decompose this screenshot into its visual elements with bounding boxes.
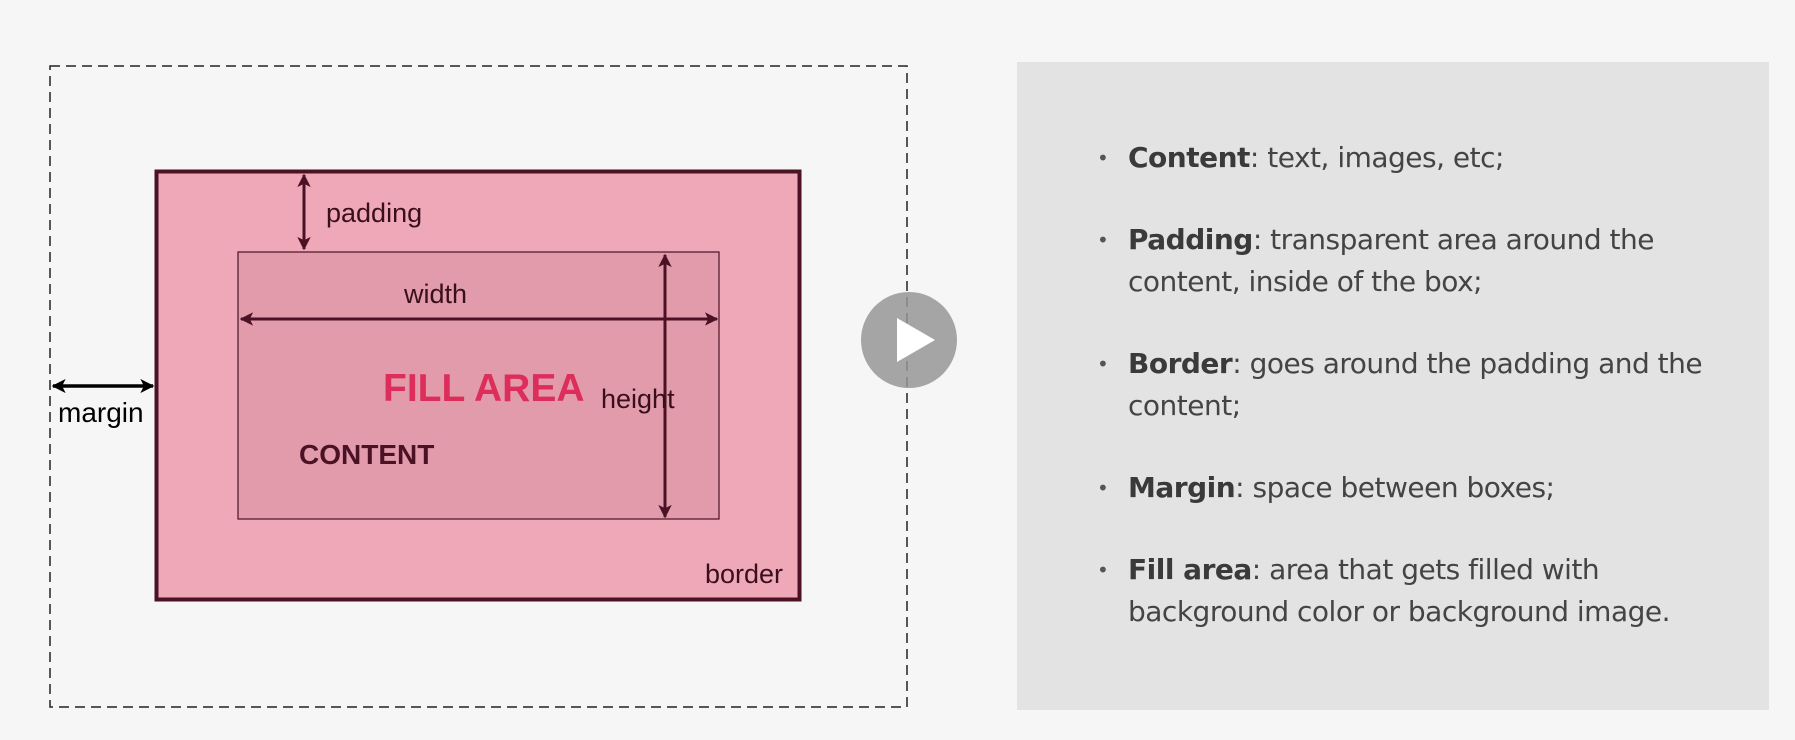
term-margin: Margin (1128, 471, 1236, 504)
desc-margin: : space between boxes; (1235, 471, 1555, 504)
bullet-icon: • (1097, 352, 1109, 376)
play-button[interactable] (861, 292, 957, 388)
list-item-content: • Content: text, images, etc; (1097, 137, 1709, 179)
box-model-diagram: padding width height FILL AREA CONTENT b… (49, 65, 908, 708)
desc-border: : goes around the padding and the conten… (1128, 347, 1703, 422)
term-padding: Padding (1128, 223, 1253, 256)
list-item-padding: • Padding: transparent area around the c… (1097, 219, 1709, 303)
width-label: width (403, 279, 467, 309)
desc-fill-area: : area that gets filled with background … (1128, 553, 1671, 628)
bullet-icon: • (1097, 476, 1109, 500)
definitions-panel: • Content: text, images, etc; • Padding:… (1017, 62, 1769, 710)
list-item-fill-area: • Fill area: area that gets filled with … (1097, 549, 1709, 633)
margin-label: margin (58, 397, 144, 428)
term-border: Border (1128, 347, 1233, 380)
padding-label: padding (326, 198, 422, 228)
fill-area-label: FILL AREA (383, 367, 585, 410)
term-content: Content (1128, 141, 1250, 174)
bullet-icon: • (1097, 146, 1109, 170)
content-box (237, 251, 720, 520)
desc-content: : text, images, etc; (1249, 141, 1505, 174)
list-item-margin: • Margin: space between boxes; (1097, 467, 1709, 509)
content-label: CONTENT (299, 439, 434, 470)
definition-list: • Content: text, images, etc; • Padding:… (1097, 137, 1709, 633)
term-fill-area: Fill area (1128, 553, 1252, 586)
height-label: height (601, 384, 675, 414)
bullet-icon: • (1097, 228, 1109, 252)
play-icon (897, 318, 935, 362)
border-label: border (705, 559, 783, 589)
desc-padding: : transparent area around the content, i… (1128, 223, 1654, 298)
bullet-icon: • (1097, 558, 1109, 582)
list-item-border: • Border: goes around the padding and th… (1097, 343, 1709, 427)
